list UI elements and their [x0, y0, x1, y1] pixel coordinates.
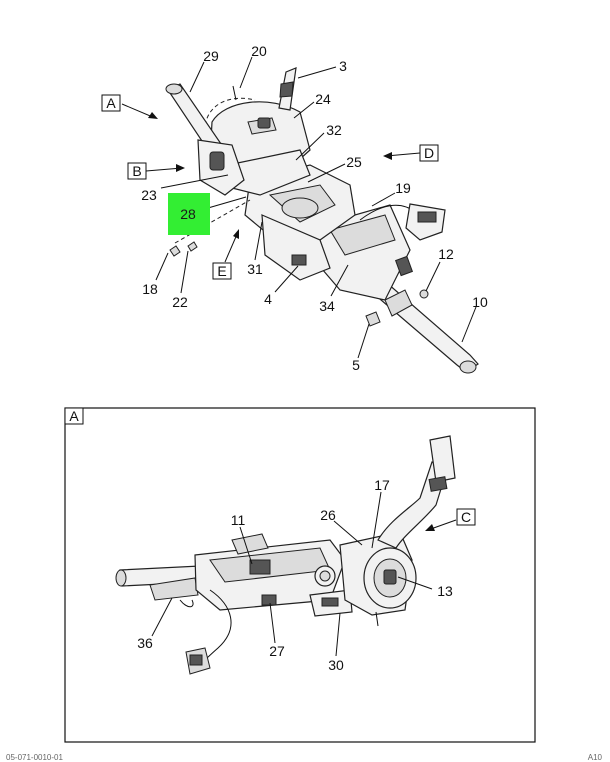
svg-text:E: E: [217, 263, 226, 279]
callout-12: 12: [438, 246, 454, 262]
callout-10: 10: [472, 294, 488, 310]
callout-24: 24: [315, 91, 331, 107]
callout-32: 32: [326, 122, 342, 138]
callout-19: 19: [395, 180, 411, 196]
highlighted-callout-28[interactable]: 28: [168, 193, 210, 235]
detail-c-label: C: [461, 509, 471, 525]
detail-a-label: A: [69, 408, 79, 424]
callout-29: 29: [203, 48, 219, 64]
svg-text:D: D: [424, 145, 434, 161]
view-label-b: B: [127, 162, 147, 180]
callout-27: 27: [269, 643, 285, 659]
svg-text:B: B: [132, 163, 141, 179]
view-arrow-c: C: [425, 508, 476, 531]
callouts-main: 29 20 3 24 32 25 23 19 31 18 22 4 34 12 …: [141, 43, 488, 373]
footer-sheet-id: A10: [587, 753, 602, 762]
callout-36: 36: [137, 635, 153, 651]
callout-22: 22: [172, 294, 188, 310]
steering-column-assembly: [165, 67, 479, 374]
svg-text:A: A: [106, 95, 116, 111]
view-label-e: E: [212, 262, 232, 280]
callouts-detail: 17 11 26 13 36 27 30: [137, 477, 453, 673]
callout-3: 3: [339, 58, 347, 74]
detail-a-drawing: [115, 435, 456, 675]
callout-20: 20: [251, 43, 267, 59]
view-label-a: A: [101, 94, 121, 112]
callout-18: 18: [142, 281, 158, 297]
leader-lines-detail: [151, 491, 433, 657]
callout-23: 23: [141, 187, 157, 203]
view-arrows: [121, 103, 421, 263]
callout-4: 4: [264, 291, 272, 307]
callout-28: 28: [180, 206, 196, 222]
leader-lines-main: [155, 56, 477, 359]
footer-drawing-number: 05-071-0010-01: [6, 753, 63, 762]
callout-25: 25: [346, 154, 362, 170]
callout-31: 31: [247, 261, 263, 277]
callout-13: 13: [437, 583, 453, 599]
callout-11: 11: [231, 512, 246, 528]
callout-30: 30: [328, 657, 344, 673]
callout-5: 5: [352, 357, 360, 373]
callout-34: 34: [319, 298, 335, 314]
callout-17: 17: [374, 477, 390, 493]
callout-26: 26: [320, 507, 336, 523]
view-label-d: D: [419, 144, 439, 162]
